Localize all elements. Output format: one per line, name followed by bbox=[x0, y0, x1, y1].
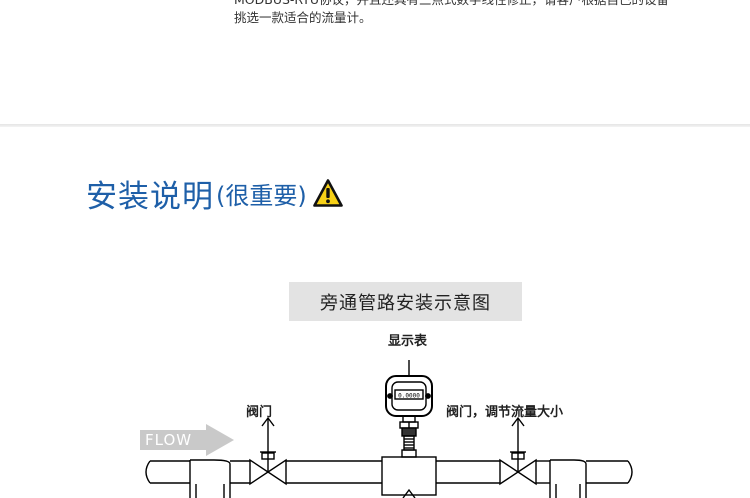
display-meter-label: 显示表 bbox=[388, 334, 428, 349]
control-valve-label: 阀门，调节流量大小 bbox=[446, 405, 564, 420]
tee-left bbox=[189, 459, 231, 498]
section-title-note: (很重要) bbox=[216, 181, 307, 210]
valve-label: 阀门 bbox=[246, 405, 273, 420]
intro-line-2: 挑选一款适合的流量计。 bbox=[234, 10, 372, 25]
pipe-right bbox=[627, 460, 633, 484]
valve-right bbox=[499, 458, 537, 486]
meter-reading: 0.0000 bbox=[398, 393, 420, 400]
section-title: 安装说明 bbox=[86, 178, 214, 215]
bypass-piping-diagram: 0.0000 bbox=[145, 360, 633, 498]
intro-text: MODBUS-RTU协议，并且还具有三点式数字线性修正，请客户根据自己的设备 挑… bbox=[234, 0, 724, 27]
pipe-left bbox=[145, 460, 151, 484]
warning-triangle-icon bbox=[312, 179, 343, 207]
valve-left bbox=[249, 458, 287, 486]
intro-line-1: MODBUS-RTU协议，并且还具有三点式数字线性修正，请客户根据自己的设备 bbox=[234, 0, 724, 9]
section-divider bbox=[0, 124, 750, 127]
flow-arrow-icon bbox=[140, 424, 234, 456]
diagram-caption: 旁通管路安装示意图 bbox=[289, 282, 522, 321]
tee-right bbox=[549, 459, 587, 498]
section-heading: 安装说明 (很重要) bbox=[86, 170, 343, 216]
flow-label: FLOW bbox=[145, 431, 193, 449]
